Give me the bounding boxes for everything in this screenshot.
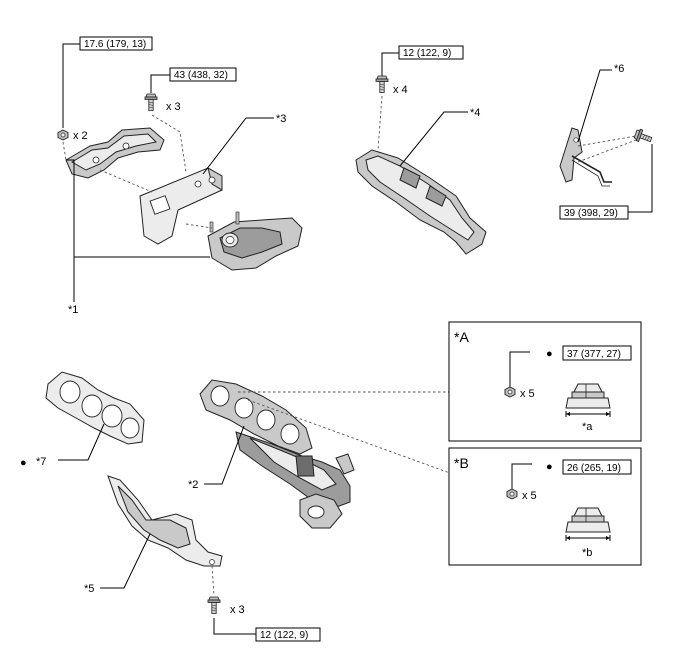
- new-part-marker-7: ●: [20, 457, 27, 469]
- manifold-lower-insulator: [107, 475, 223, 567]
- nut-heat-insulator-icon: [57, 129, 69, 141]
- qty-nut-heat-insulator: x 2: [73, 130, 88, 142]
- callout-a: *a: [582, 421, 593, 433]
- torque-spec-lower-bolt: 12 (122, 9): [255, 627, 321, 642]
- upper-heat-insulator: [355, 149, 487, 255]
- callout-b: *b: [582, 547, 592, 559]
- callout-5: *5: [84, 583, 94, 595]
- qty-bolt-stay: x 3: [166, 101, 181, 113]
- torque-spec-nut-label: 17.6 (179, 13): [84, 39, 146, 50]
- torque-spec-stay-wire-label: 39 (398, 29): [564, 208, 618, 219]
- detail-panel-a: *A x 5 ● 37 (377, 27) *a: [448, 321, 642, 442]
- manifold-gasket: [45, 371, 145, 445]
- manifold-stay-bracket: [139, 166, 223, 245]
- panel-a-title: *A: [454, 329, 469, 345]
- torque-spec-panel-b-label: 26 (265, 19): [567, 463, 621, 474]
- bolt-stay-wire-icon: [633, 127, 654, 146]
- bolt-stay-icon: [144, 93, 158, 111]
- bolt-upper-insulator-icon: [375, 75, 389, 93]
- torque-spec-stay-wire: 39 (398, 29): [559, 205, 629, 220]
- callout-2: *2: [188, 479, 198, 491]
- torque-spec-upper-bolt: 12 (122, 9): [398, 45, 464, 60]
- qty-bolt-upper-insulator: x 4: [393, 84, 408, 96]
- torque-spec-stay-bolt-label: 43 (438, 32): [174, 70, 228, 81]
- torque-spec-panel-a: 37 (377, 27): [562, 345, 632, 361]
- qty-bolt-lower-insulator: x 3: [230, 604, 245, 616]
- torque-spec-upper-bolt-label: 12 (122, 9): [403, 48, 451, 59]
- stud-nut-illustration-a: [565, 383, 611, 409]
- torque-spec-panel-b: 26 (265, 19): [562, 459, 632, 475]
- callout-4: *4: [470, 107, 480, 119]
- exhaust-manifold: [199, 379, 355, 529]
- small-heat-insulator: [65, 127, 165, 179]
- torque-spec-panel-a-label: 37 (377, 27): [567, 349, 621, 360]
- qty-nut-panel-b: x 5: [522, 490, 537, 502]
- panel-b-title: *B: [454, 455, 469, 471]
- nut-panel-a-icon: [504, 386, 516, 398]
- torque-spec-stay-bolt: 43 (438, 32): [169, 67, 237, 82]
- qty-nut-panel-a: x 5: [520, 388, 535, 400]
- torque-spec-lower-bolt-label: 12 (122, 9): [260, 630, 308, 641]
- detail-panel-b: *B x 5 ● 26 (265, 19) *b: [448, 447, 642, 566]
- callout-7: *7: [36, 456, 46, 468]
- stud-nut-illustration-b: [565, 507, 611, 533]
- callout-6: *6: [614, 63, 624, 75]
- nut-panel-b-icon: [506, 488, 518, 500]
- lower-heat-insulator: [207, 211, 303, 271]
- bolt-lower-insulator-icon: [207, 596, 221, 614]
- callout-1: *1: [68, 304, 78, 316]
- callout-3: *3: [276, 113, 286, 125]
- new-part-marker-a: ●: [546, 348, 553, 360]
- exhaust-manifold-stay-wire: [559, 127, 612, 187]
- torque-spec-nut: 17.6 (179, 13): [79, 36, 153, 51]
- new-part-marker-b: ●: [546, 461, 553, 473]
